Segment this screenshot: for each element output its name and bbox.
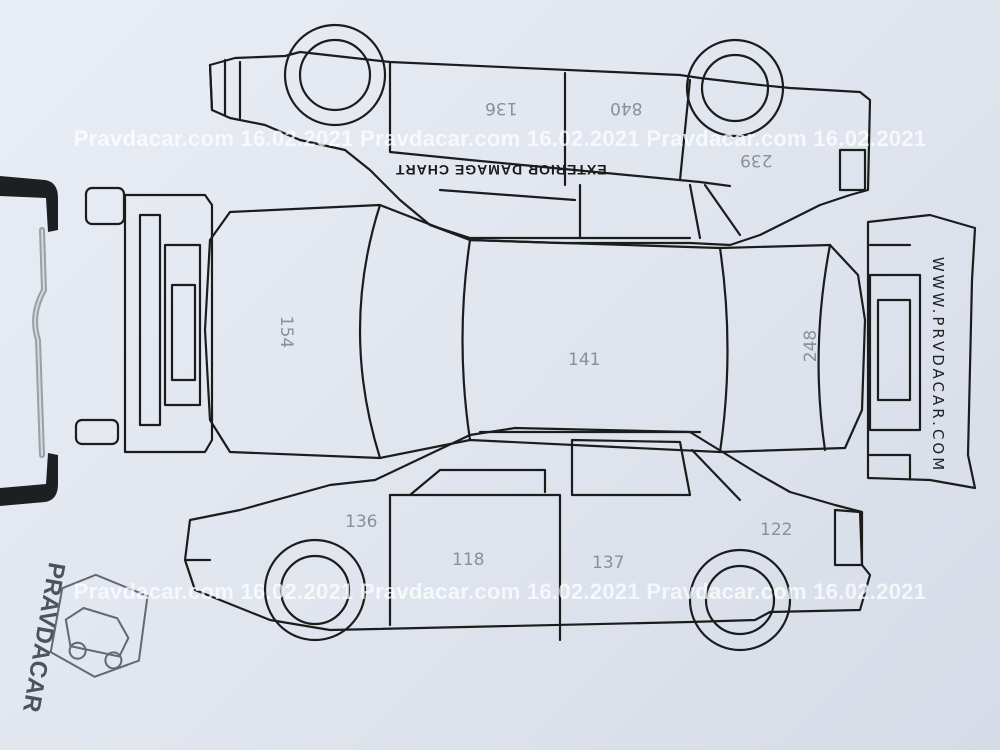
note-left-rear-door: 137: [592, 553, 625, 573]
note-right-rear-door: 840: [610, 98, 643, 118]
front-view-outline: [74, 186, 214, 454]
note-left-front-door: 118: [452, 550, 485, 570]
watermark-top: Pravdacar.com 16.02.2021 Pravdacar.com 1…: [73, 126, 927, 151]
note-left-rear-fender: 122: [760, 520, 793, 540]
note-right-front-door: 136: [485, 98, 518, 118]
note-trunk: 248: [801, 329, 822, 363]
watermark-bottom: Pravdacar.com 16.02.2021 Pravdacar.com 1…: [73, 579, 927, 604]
note-left-front-fender: 136: [345, 512, 378, 532]
pravdacar-stamp: [49, 573, 149, 678]
note-hood: 141: [568, 350, 601, 370]
clipboard-clip: [0, 176, 58, 506]
brand-url: WWW.PRVDACAR.COM: [929, 256, 947, 474]
note-right-rear-fender: 239: [740, 150, 773, 170]
rear-view-outline: [866, 213, 977, 490]
note-front-bumper: 154: [276, 315, 297, 349]
top-view-outline: [203, 203, 867, 460]
chart-title: EXTERIOR DAMAGE CHART: [395, 162, 607, 178]
left-side-view-outline: [183, 426, 872, 652]
